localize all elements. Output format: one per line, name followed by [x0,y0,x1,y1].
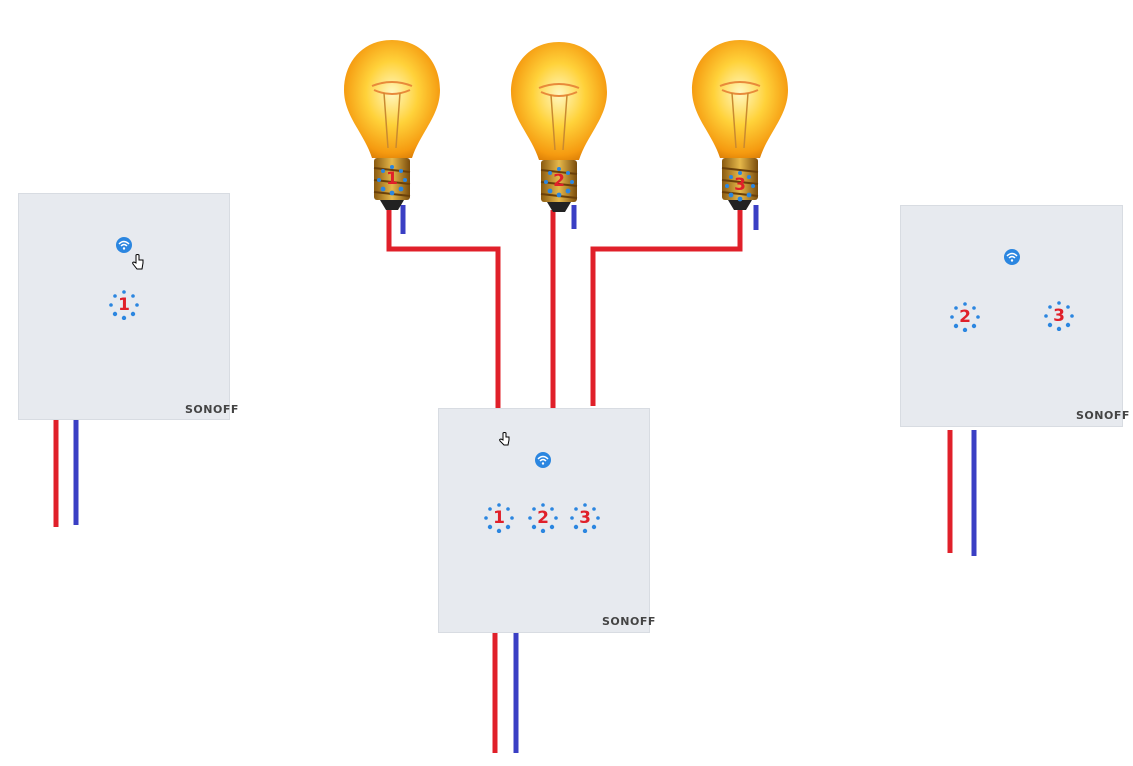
light-bulb-3: 3 [690,38,790,217]
touch-ring-icon [544,167,574,198]
wifi-icon[interactable] [116,237,132,253]
touch-button-label: 1 [118,295,130,315]
wire-bulb1-live [386,205,501,408]
touch-button-3[interactable]: 3 [570,503,600,533]
touch-button-2[interactable]: 2 [528,503,558,533]
touch-ring-icon [725,171,755,202]
touch-ring-icon [377,165,407,196]
wire-bulb3-live [590,205,743,406]
touch-button-1[interactable]: 1 [484,503,514,533]
wifi-icon[interactable] [535,452,551,468]
light-bulb-2: 2 [509,40,609,219]
light-bulb-icon [692,40,788,210]
touch-button-label: 2 [959,307,971,327]
bulb-label: 2 [553,171,565,191]
touch-button-2[interactable]: 2 [950,302,980,332]
touch-button-label: 3 [1053,306,1065,326]
bulb-label: 1 [386,169,398,189]
touch-button-3[interactable]: 3 [1044,301,1074,331]
wifi-icon[interactable] [1004,249,1020,265]
switch-panel-left: 1 SONOFF [18,193,238,420]
brand-logo: SONOFF [1076,409,1130,422]
touch-button-label: 1 [493,508,505,528]
touch-button-1[interactable]: 1 [109,290,139,320]
switch-panel-center: 1 2 3 SONOFF [438,408,655,633]
brand-logo: SONOFF [602,615,656,628]
brand-logo: SONOFF [185,403,239,416]
hand-cursor-icon [132,254,144,270]
switch-panel-right: 2 3 SONOFF [900,205,1129,427]
hand-cursor-icon [499,432,510,446]
touch-button-label: 3 [579,508,591,528]
bulb-label: 3 [734,175,746,195]
touch-button-label: 2 [537,508,549,528]
light-bulb-1: 1 [342,38,442,217]
